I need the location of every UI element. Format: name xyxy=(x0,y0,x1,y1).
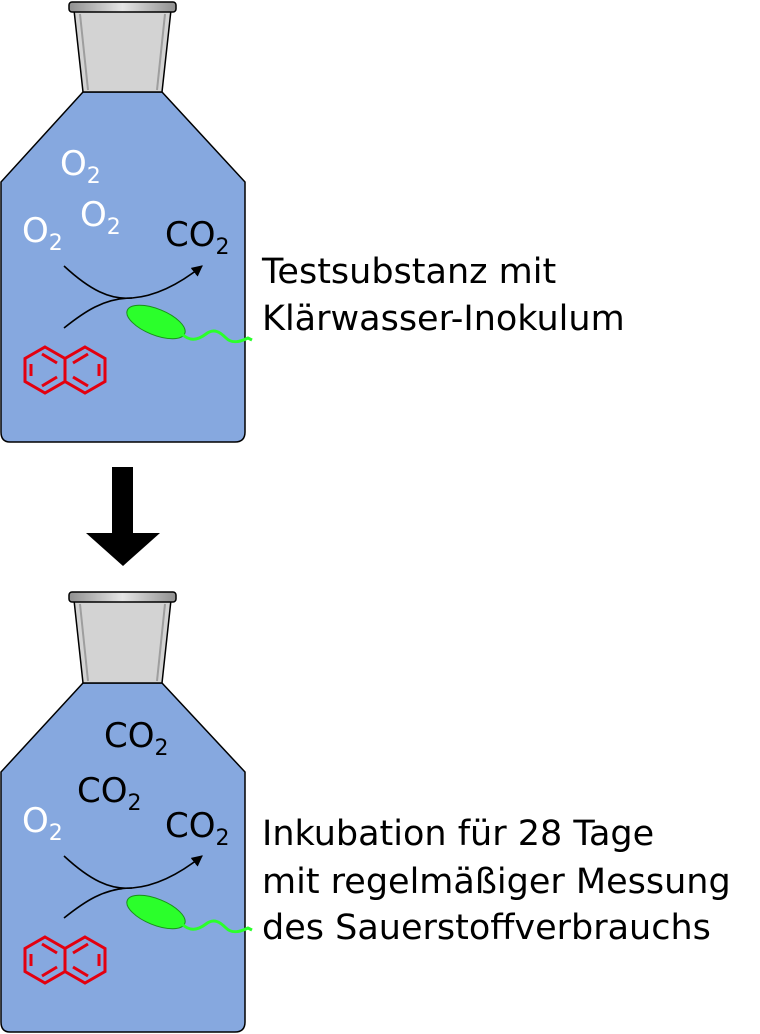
step1-caption-line2: Klärwasser-Inokulum xyxy=(262,299,625,339)
co2-product-label: CO2 xyxy=(165,806,230,851)
bottle-bottom: CO2 CO2 O2 CO2 xyxy=(0,591,254,1033)
oxygen-label: O2 xyxy=(22,211,63,256)
step1-caption-line1: Testsubstanz mit xyxy=(261,252,556,292)
bottle-stopper xyxy=(73,9,172,93)
co2-product-label: CO2 xyxy=(165,215,230,260)
step2-caption-line1: Inkubation für 28 Tage xyxy=(262,814,654,854)
oxygen-label: O2 xyxy=(60,144,101,189)
down-arrow-icon xyxy=(86,467,160,566)
co2-label: CO2 xyxy=(104,716,169,761)
step2-caption-line3: des Sauerstoffverbrauchs xyxy=(262,908,711,948)
oxygen-label: O2 xyxy=(80,195,121,240)
stopper-rim xyxy=(68,591,177,603)
bottle-body xyxy=(0,682,246,1033)
co2-label: CO2 xyxy=(77,771,142,816)
bottle-stopper xyxy=(73,599,172,684)
oxygen-label: O2 xyxy=(22,801,63,846)
step2-caption-line2: mit regelmäßiger Messung xyxy=(262,862,731,902)
stopper-rim xyxy=(68,1,177,13)
substrate-curve xyxy=(63,887,133,919)
substrate-curve xyxy=(63,297,133,329)
bottle-top: O2 O2 O2 CO2 xyxy=(0,1,254,443)
bottle-body xyxy=(0,91,246,443)
